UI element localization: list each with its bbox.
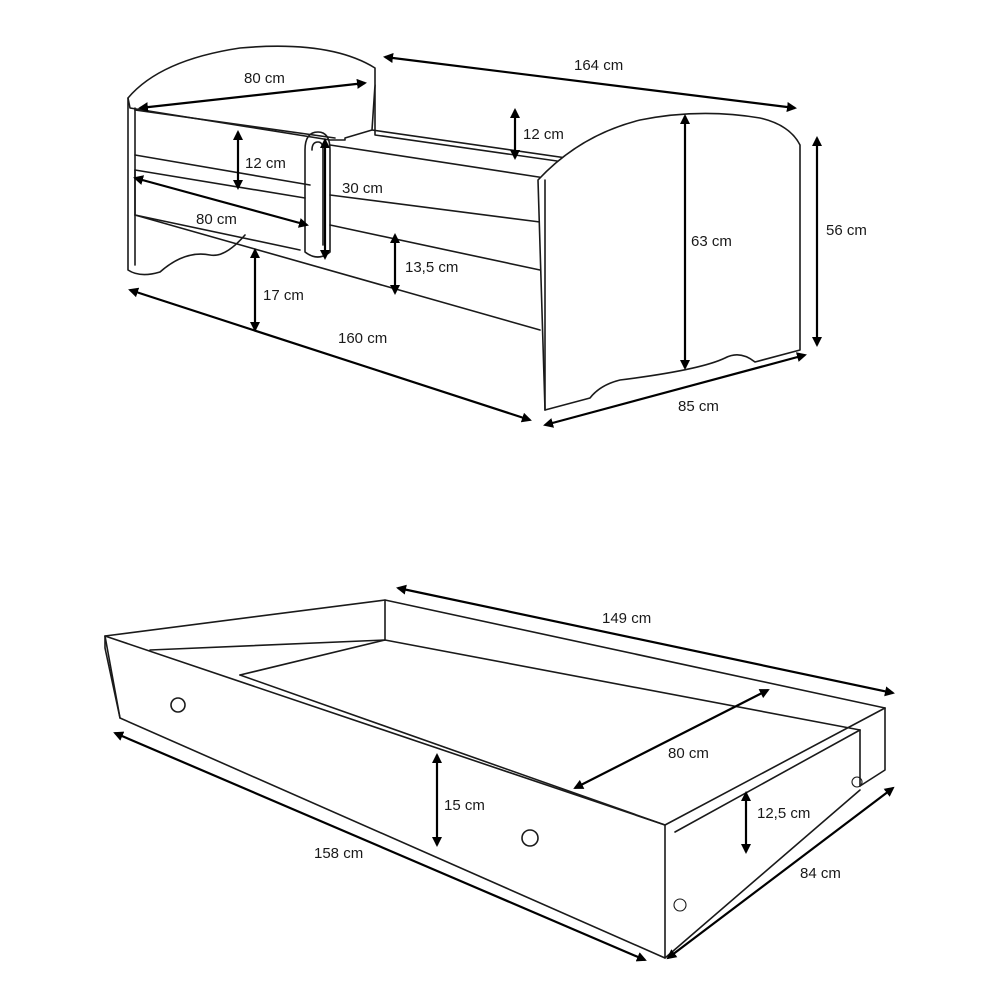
label-drawer-outer-width: 84 cm bbox=[800, 865, 841, 882]
label-headboard-width: 80 cm bbox=[244, 70, 285, 87]
dim-line-mattress-length bbox=[128, 287, 532, 423]
dim-line-inner-rail bbox=[133, 175, 309, 228]
dim-line-drawer-inner-length bbox=[396, 584, 895, 697]
dim-line-drawer-outer-width bbox=[666, 786, 895, 960]
drawer-wheel-front bbox=[673, 898, 687, 912]
label-rail-gap-left: 12 cm bbox=[245, 155, 286, 172]
label-drawer-outer-length: 158 cm bbox=[314, 845, 363, 862]
dimension-lines bbox=[113, 53, 895, 962]
bed-guard-handle bbox=[304, 131, 331, 258]
label-inner-rail: 80 cm bbox=[196, 211, 237, 228]
label-drawer-inner-width: 80 cm bbox=[668, 745, 709, 762]
drawer-front-panel bbox=[104, 635, 666, 959]
bed-drawing bbox=[127, 45, 801, 411]
label-mattress-side: 13,5 cm bbox=[405, 259, 458, 276]
dim-line-headboard-width bbox=[138, 78, 367, 113]
label-drawer-side-height: 12,5 cm bbox=[757, 805, 810, 822]
dim-line-drawer-inner-width bbox=[573, 689, 770, 789]
label-mattress-length: 160 cm bbox=[338, 330, 387, 347]
bed-footboard bbox=[537, 112, 801, 411]
dim-line-bed-width bbox=[543, 352, 807, 428]
label-floor-clearance: 17 cm bbox=[263, 287, 304, 304]
label-drawer-front-height: 15 cm bbox=[444, 797, 485, 814]
label-handle-height: 30 cm bbox=[342, 180, 383, 197]
label-drawer-inner-length: 149 cm bbox=[602, 610, 651, 627]
dim-line-drawer-outer-length bbox=[113, 731, 647, 962]
bed-back-rail bbox=[374, 84, 621, 171]
label-bed-width: 85 cm bbox=[678, 398, 719, 415]
dimension-labels: 80 cm 164 cm 12 cm 12 cm 80 cm 30 cm 13,… bbox=[196, 57, 867, 882]
label-headboard-height: 63 cm bbox=[691, 233, 732, 250]
label-total-length: 164 cm bbox=[574, 57, 623, 74]
label-footboard-height: 56 cm bbox=[826, 222, 867, 239]
drawer-handle-hole-left bbox=[170, 697, 186, 713]
dim-line-total-length bbox=[383, 53, 797, 112]
label-rail-gap-right: 12 cm bbox=[523, 126, 564, 143]
